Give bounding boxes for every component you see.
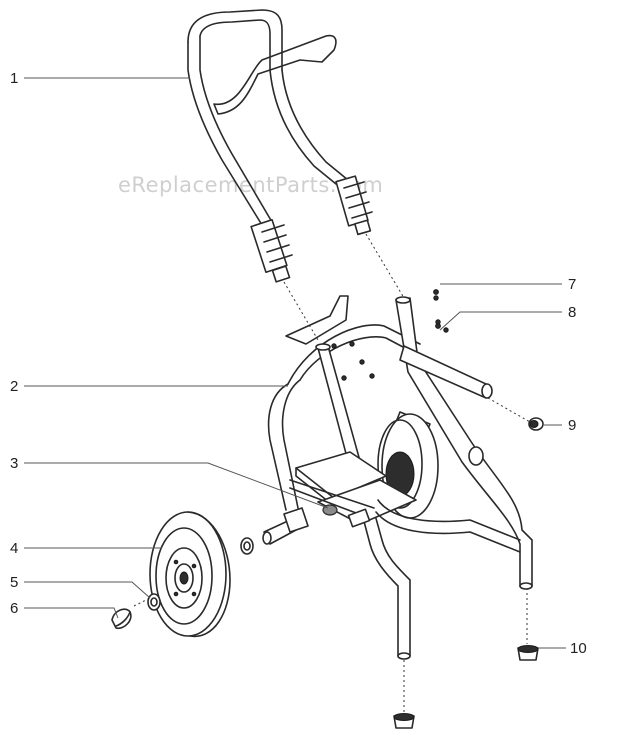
- handle-grip-right: [335, 175, 373, 236]
- callout-5: 5: [10, 574, 18, 591]
- part-2-frame: [267, 295, 533, 660]
- callout-6: 6: [10, 600, 18, 617]
- part-6-hub-cap: [111, 608, 132, 630]
- frame-fastener-dots: [331, 295, 449, 381]
- part-1-handle: [187, 9, 373, 283]
- callout-1: 1: [10, 70, 18, 87]
- part-7-screw: [433, 289, 439, 295]
- callout-7: 7: [568, 276, 576, 293]
- callout-8: 8: [568, 304, 576, 321]
- part-5-washer: [147, 593, 161, 611]
- part-9-end-cap: [528, 417, 544, 431]
- callout-leaders: [24, 77, 566, 649]
- part-3-axle: [262, 504, 338, 545]
- callout-9: 9: [568, 417, 576, 434]
- part-10-foot-cap: [393, 645, 539, 729]
- part-4-wheel: [149, 511, 254, 638]
- callout-10: 10: [570, 640, 587, 657]
- callout-4: 4: [10, 540, 18, 557]
- part-8-nut: [435, 323, 441, 329]
- handle-grip-left: [250, 218, 293, 283]
- callout-3: 3: [10, 455, 18, 472]
- callout-2: 2: [10, 378, 18, 395]
